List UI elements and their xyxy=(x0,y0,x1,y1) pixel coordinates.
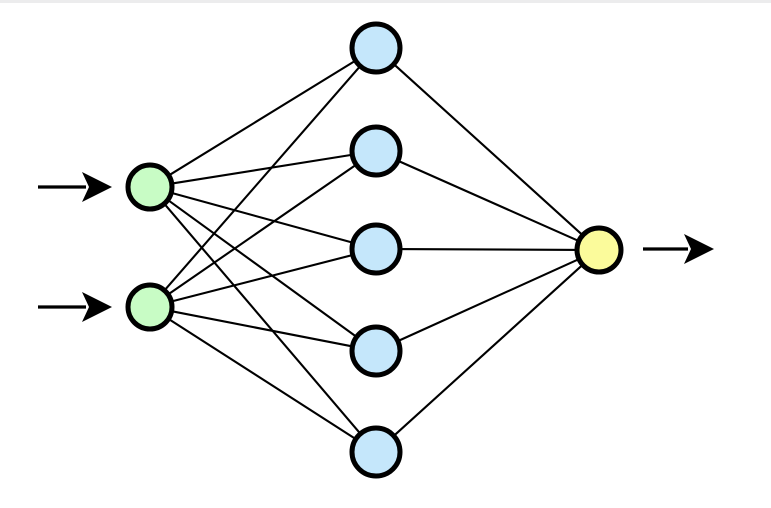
edge-i1-h3 xyxy=(166,190,358,245)
hidden-node-5[interactable] xyxy=(349,425,403,479)
edge-h3-o1 xyxy=(394,248,583,251)
connection-edges xyxy=(160,57,587,443)
input-arrow-2-head-icon xyxy=(82,292,112,322)
network-nodes xyxy=(125,21,624,479)
edge-i2-h1 xyxy=(160,62,364,295)
edge-i2-h5 xyxy=(164,315,361,443)
edge-h1-o1 xyxy=(389,60,587,239)
output-arrow-1-head-icon xyxy=(684,234,714,264)
edge-i2-h3 xyxy=(166,252,358,304)
hidden-node-3[interactable] xyxy=(349,222,403,276)
input-node-1[interactable] xyxy=(125,162,175,212)
edge-i1-h2 xyxy=(166,153,358,186)
input-arrow-1-head-icon xyxy=(82,172,112,202)
edge-i2-h4 xyxy=(166,309,358,349)
edge-h4-o1 xyxy=(393,256,584,344)
edge-i1-h4 xyxy=(163,196,361,341)
output-node-1[interactable] xyxy=(574,225,624,275)
input-node-2[interactable] xyxy=(125,282,175,332)
edge-i1-h1 xyxy=(164,57,361,179)
edge-h2-o1 xyxy=(393,158,584,244)
edge-i1-h5 xyxy=(160,199,365,438)
top-frame-band xyxy=(0,0,771,3)
edge-i2-h2 xyxy=(163,161,361,298)
edge-h5-o1 xyxy=(389,261,587,440)
io-arrows xyxy=(38,172,714,322)
hidden-node-4[interactable] xyxy=(349,324,403,378)
hidden-node-1[interactable] xyxy=(349,21,403,75)
hidden-node-2[interactable] xyxy=(349,124,403,178)
